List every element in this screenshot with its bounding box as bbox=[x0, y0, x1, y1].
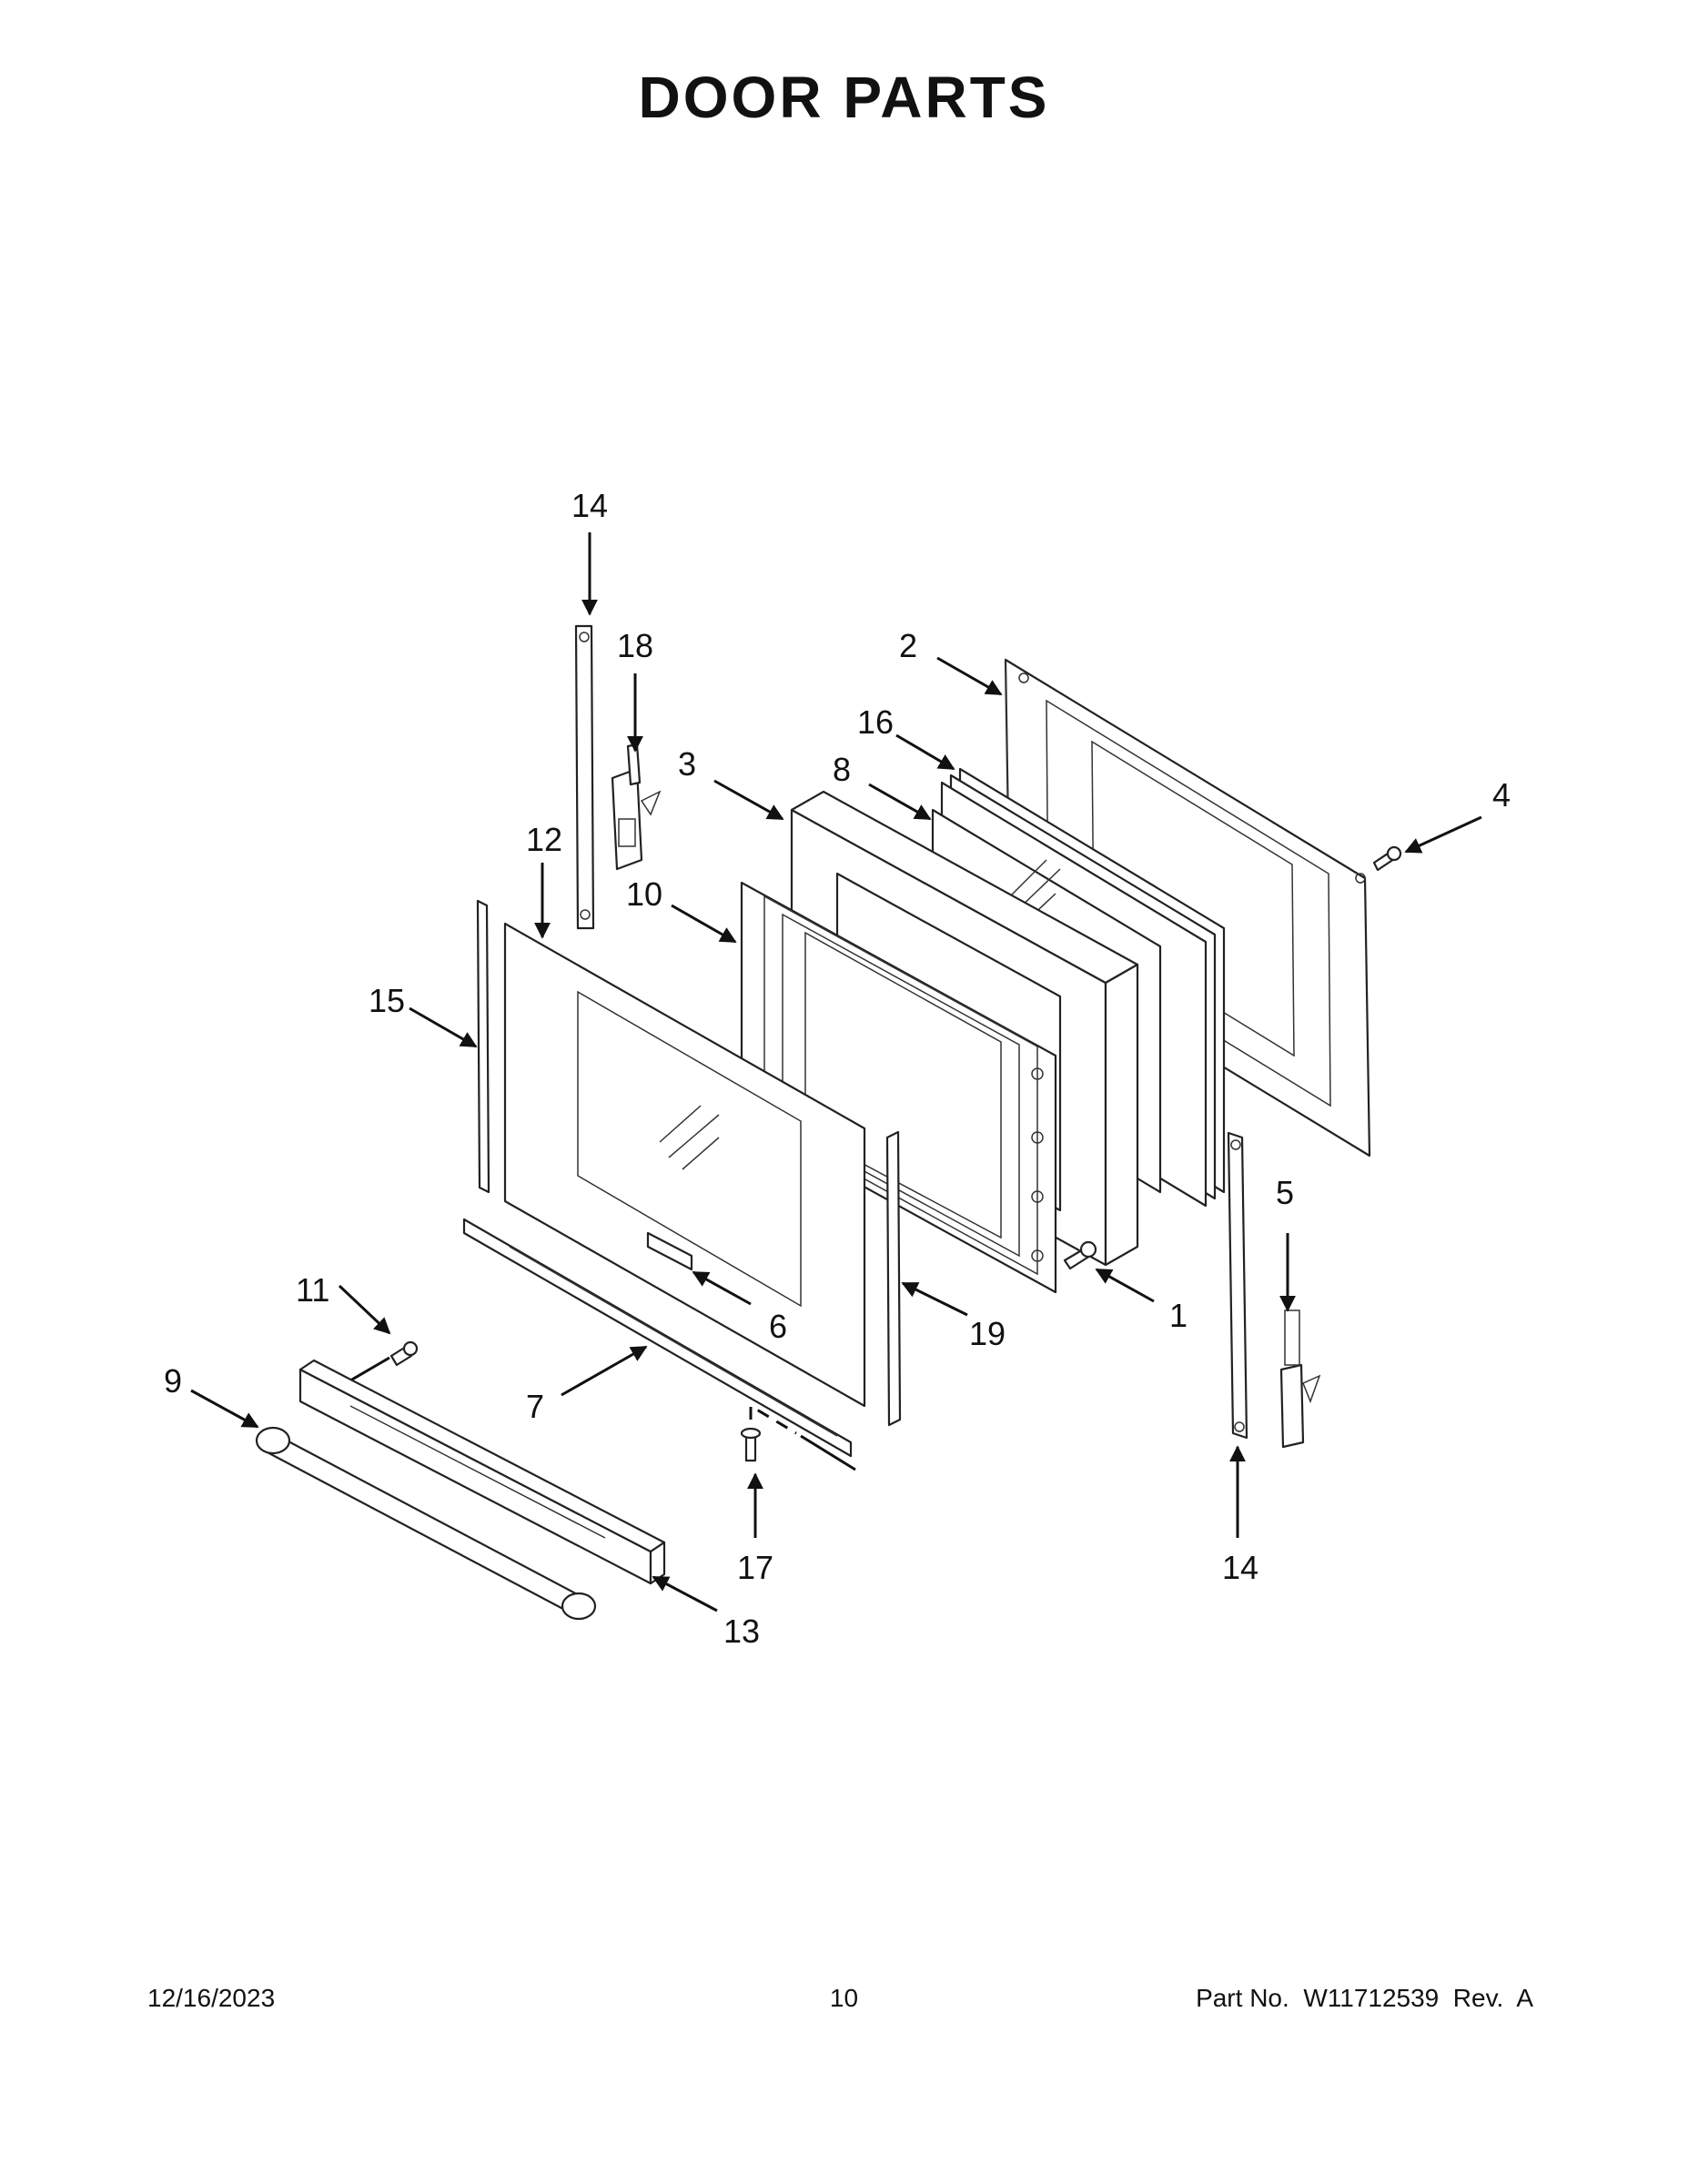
screw-part-1 bbox=[1063, 1240, 1097, 1270]
screw-part-4 bbox=[1372, 845, 1402, 872]
hinge-left bbox=[611, 743, 662, 871]
callout-19: 19 bbox=[969, 1315, 1006, 1352]
footer-page-number: 10 bbox=[829, 1984, 859, 2012]
hinge-right bbox=[1279, 1309, 1321, 1449]
door-frame bbox=[740, 881, 1057, 1294]
callout-17: 17 bbox=[737, 1549, 773, 1586]
callout-5: 5 bbox=[1276, 1174, 1294, 1211]
callout-16: 16 bbox=[857, 703, 894, 741]
callout-11: 11 bbox=[296, 1271, 329, 1309]
callout-4: 4 bbox=[1492, 776, 1511, 814]
outer-door-panel bbox=[503, 922, 866, 1408]
hinge-receptacle-top bbox=[574, 624, 595, 930]
door-handle bbox=[255, 1426, 597, 1621]
callout-8: 8 bbox=[833, 751, 851, 788]
callout-10: 10 bbox=[626, 875, 662, 913]
hinge-receptacle-bottom bbox=[1227, 1131, 1248, 1440]
callout-14-bottom: 14 bbox=[1222, 1549, 1258, 1586]
callout-2: 2 bbox=[899, 627, 917, 664]
page-title: DOOR PARTS bbox=[638, 65, 1050, 130]
callout-9: 9 bbox=[164, 1362, 182, 1400]
leader-arrows bbox=[190, 532, 1482, 1613]
callout-6: 6 bbox=[769, 1308, 787, 1345]
left-side-trim bbox=[476, 899, 490, 1194]
handle-trim bbox=[298, 1359, 666, 1585]
callout-18: 18 bbox=[617, 627, 653, 664]
screw-part-17 bbox=[740, 1403, 856, 1471]
footer-part-number: Part No. W11712539 Rev. A bbox=[1196, 1984, 1533, 2012]
callout-13: 13 bbox=[723, 1613, 760, 1650]
callout-7: 7 bbox=[526, 1388, 544, 1425]
screw-part-11 bbox=[345, 1340, 419, 1385]
callout-12: 12 bbox=[526, 821, 562, 858]
callout-14-top: 14 bbox=[571, 487, 608, 524]
callout-3: 3 bbox=[678, 745, 696, 783]
right-side-trim bbox=[885, 1130, 902, 1427]
callout-1: 1 bbox=[1169, 1297, 1188, 1334]
footer-date: 12/16/2023 bbox=[147, 1984, 276, 2012]
bottom-vent-trim bbox=[462, 1218, 853, 1458]
callout-15: 15 bbox=[369, 982, 405, 1019]
